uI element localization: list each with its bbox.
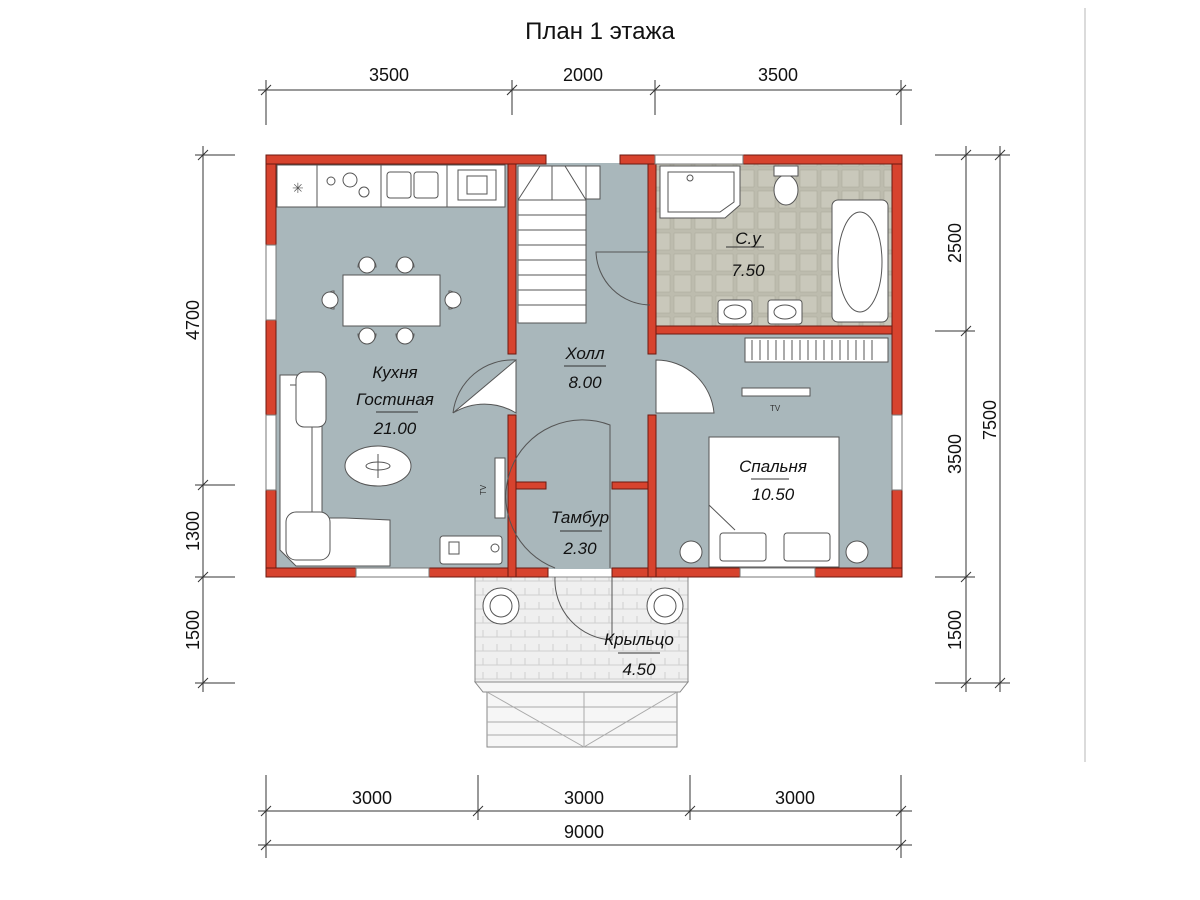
stairs [517, 165, 601, 324]
kitchen-furniture: ✳ TV [276, 164, 506, 567]
dimension-left: 4700 1300 1500 [183, 146, 235, 692]
plan-title: План 1 этажа [525, 18, 675, 45]
room-bedroom-area: 10.50 [752, 485, 795, 504]
dim-right-total: 7500 [980, 400, 1000, 440]
room-porch-name: Крыльцо [604, 630, 674, 649]
dim-top-2: 2000 [563, 65, 603, 85]
dimension-right: 2500 3500 1500 7500 [935, 146, 1010, 692]
bedroom-furniture: TV [679, 337, 889, 568]
doors [452, 251, 715, 641]
windows [265, 154, 903, 578]
dimension-top: 3500 2000 3500 [258, 65, 912, 125]
dim-top-3: 3500 [758, 65, 798, 85]
dim-right-3: 1500 [945, 610, 965, 650]
dim-bottom-total: 9000 [564, 822, 604, 842]
dim-left-3: 1500 [183, 610, 203, 650]
room-kitchen-name2: Гостиная [356, 390, 434, 409]
room-porch-area: 4.50 [622, 660, 656, 679]
dim-left-2: 1300 [183, 511, 203, 551]
room-vestibule-name: Тамбур [551, 508, 609, 527]
room-bathroom-area: 7.50 [731, 261, 765, 280]
room-bathroom-name: С.у [735, 229, 762, 248]
dim-bottom-3: 3000 [775, 788, 815, 808]
dim-left-1: 4700 [183, 300, 203, 340]
room-bedroom-name: Спальня [739, 457, 807, 476]
room-kitchen-area: 21.00 [373, 419, 417, 438]
bathroom-fixtures [659, 165, 889, 325]
tv-label-bedroom: TV [770, 404, 781, 413]
dimension-bottom: 3000 3000 3000 9000 [258, 775, 912, 858]
dim-top-1: 3500 [369, 65, 409, 85]
room-hall-area: 8.00 [568, 373, 602, 392]
dim-bottom-2: 3000 [564, 788, 604, 808]
room-kitchen-name1: Кухня [372, 363, 417, 382]
room-hall-name: Холл [564, 344, 605, 363]
dim-right-2: 3500 [945, 434, 965, 474]
dim-right-1: 2500 [945, 223, 965, 263]
svg-text:✳: ✳ [292, 181, 304, 197]
dim-bottom-1: 3000 [352, 788, 392, 808]
room-vestibule-area: 2.30 [562, 539, 597, 558]
room-labels: Кухня Гостиная 21.00 Холл 8.00 С.у 7.50 … [356, 229, 807, 679]
tv-label-kitchen: TV [479, 484, 488, 495]
porch [473, 576, 690, 748]
